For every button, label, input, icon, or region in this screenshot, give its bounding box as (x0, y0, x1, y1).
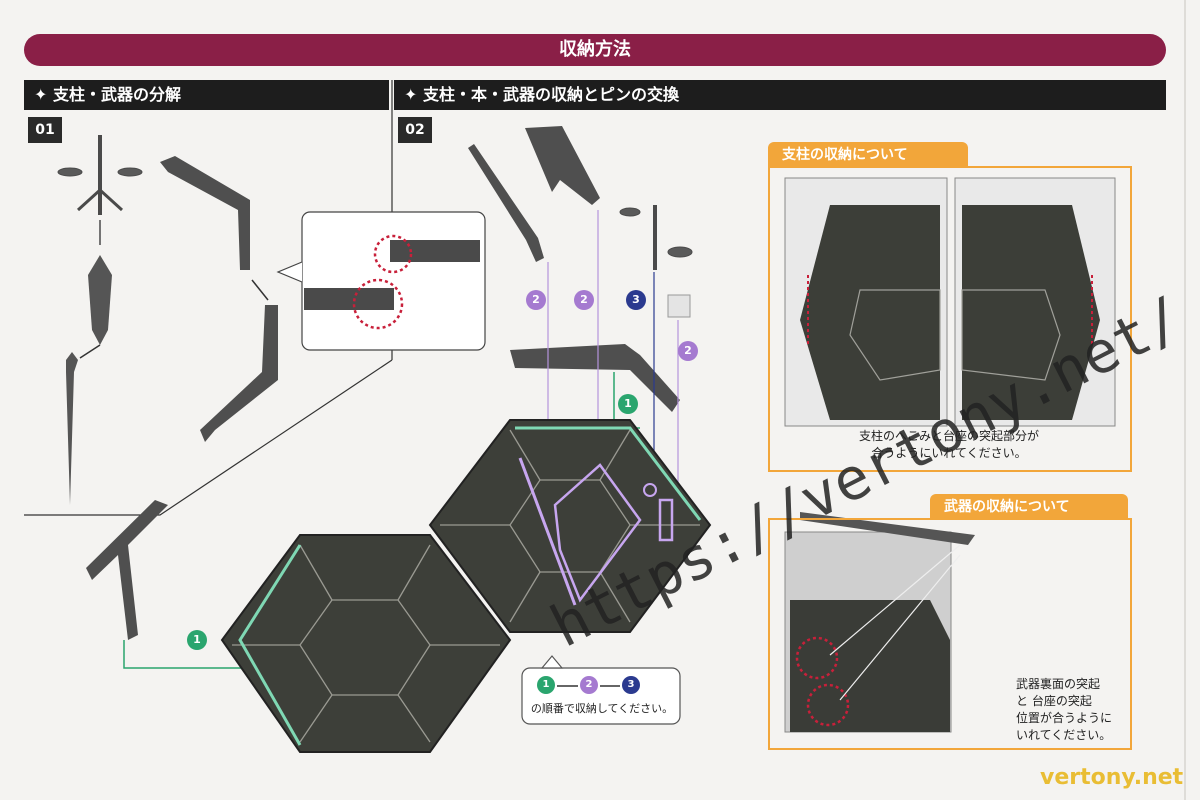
emblem-part-icon (525, 126, 600, 205)
weapon-caption-3: 位置が合うように (1016, 711, 1113, 725)
badge-2: 2 (678, 341, 698, 361)
emblem-part-icon (88, 255, 112, 345)
badge-2: 2 (580, 676, 598, 694)
storage-base-icon (220, 419, 712, 753)
section-02-bar: ✦ 支柱・本・武器の収納とピンの交換 (394, 80, 1166, 110)
section-02-title: 支柱・本・武器の収納とピンの交換 (422, 85, 679, 104)
weapon-caption-1: 武器裏面の突起 (1016, 677, 1101, 691)
pillar-caption-2: 合うようにいれてください。 (871, 446, 1027, 460)
weapon-panel-title: 武器の収納について (930, 494, 1128, 520)
page-title: 収納方法 (559, 39, 631, 60)
diamond-icon: ✦ (34, 85, 48, 104)
pillar-part-icon (510, 344, 680, 412)
step-02-badge: 02 (398, 117, 432, 143)
section-01-bar: ✦ 支柱・武器の分解 (24, 80, 389, 110)
weapon-caption-2: と 台座の突起 (1016, 694, 1092, 708)
pillar-panel (768, 166, 1132, 472)
badge-1: 1 (618, 394, 638, 414)
stand-part-icon (57, 135, 143, 245)
pillar-panel-title: 支柱の収納について (768, 142, 968, 168)
badge-1: 1 (187, 630, 207, 650)
pillar-part-icon (86, 156, 278, 640)
header-banner: 収納方法 (24, 34, 1166, 66)
stand-part-icon (619, 205, 693, 270)
weapon-panel (768, 518, 1132, 750)
weapon-storage-photo (784, 512, 975, 733)
badge-3: 3 (622, 676, 640, 694)
badge-2: 2 (526, 290, 546, 310)
section-01-title: 支柱・武器の分解 (52, 85, 181, 104)
sword-part-icon (468, 144, 544, 262)
step-01-badge: 01 (28, 117, 62, 143)
badge-2: 2 (574, 290, 594, 310)
pin-part-icon (667, 294, 691, 318)
diamond-icon: ✦ (404, 85, 418, 104)
corner-watermark: vertony.net (1040, 765, 1184, 790)
order-note-text: の順番で収納してください。 (530, 702, 674, 715)
pillar-storage-photo (784, 177, 1116, 427)
pillar-caption-1: 支柱のへこみと台座の突起部分が (858, 429, 1039, 443)
badge-1: 1 (537, 676, 555, 694)
weapon-caption: 武器裏面の突起 と 台座の突起 位置が合うように いれてください。 (1016, 676, 1126, 744)
badge-3: 3 (626, 290, 646, 310)
weapon-caption-4: いれてください。 (1016, 728, 1112, 742)
sword-part-icon (66, 352, 78, 505)
